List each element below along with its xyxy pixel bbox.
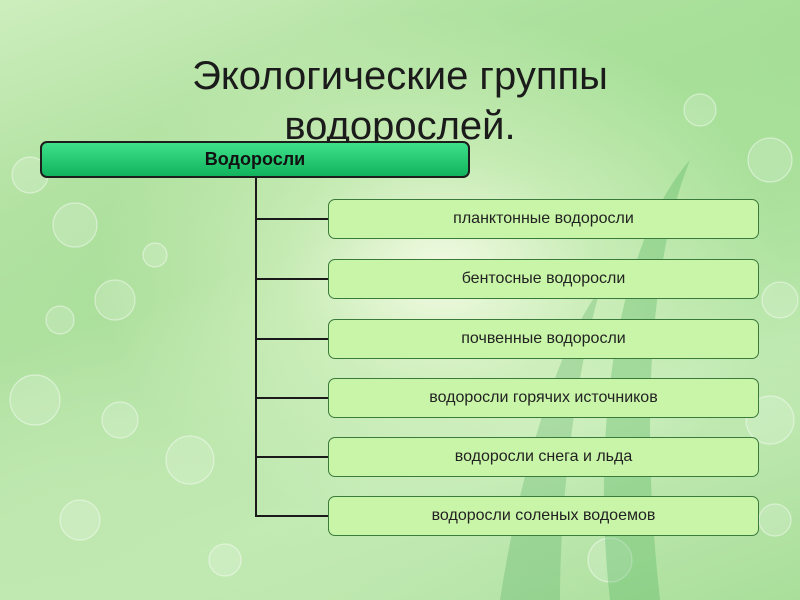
slide-title: Экологические группы водорослей. (0, 51, 800, 151)
branch-line (255, 338, 328, 340)
branch-line (255, 218, 328, 220)
child-node-benthic: бентосные водоросли (328, 259, 759, 299)
branch-line (255, 278, 328, 280)
branch-line (255, 515, 328, 517)
child-node-soil: почвенные водоросли (328, 319, 759, 359)
branch-line (255, 456, 328, 458)
trunk-line (255, 178, 257, 516)
child-node-snow-ice: водоросли снега и льда (328, 437, 759, 477)
branch-line (255, 397, 328, 399)
root-node: Водоросли (40, 141, 470, 178)
title-line-1: Экологические группы (192, 53, 608, 98)
child-node-saline-waters: водоросли соленых водоемов (328, 496, 759, 536)
title-line-2: водорослей. (284, 103, 516, 148)
child-node-planktonic: планктонные водоросли (328, 199, 759, 239)
child-node-hot-springs: водоросли горячих источников (328, 378, 759, 418)
